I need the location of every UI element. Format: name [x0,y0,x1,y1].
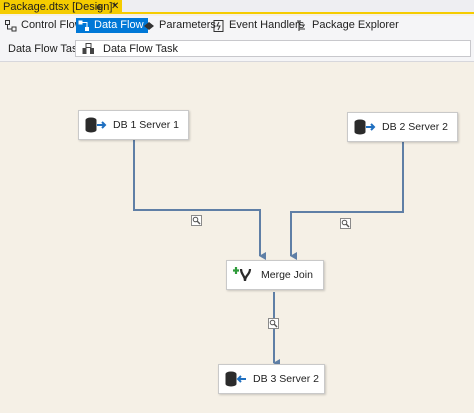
document-tab-strip: Package.dtsx [Design]* ⊕ ✕ [0,0,474,14]
component-label: DB 3 Server 2 [253,373,319,385]
tab-event-handlers-label: Event Handlers [229,19,305,31]
data-viewer-icon[interactable] [191,215,202,226]
ado-destination-icon [225,371,246,387]
tab-control-flow-label: Control Flow [21,19,83,31]
data-flow-canvas[interactable]: DB 1 Server 1 DB 2 Server 2 Merge Join D… [0,62,474,413]
tab-data-flow[interactable]: Data Flow [76,18,148,33]
tab-package-explorer[interactable]: Package Explorer [296,18,399,33]
path-source1-to-merge[interactable] [133,140,266,260]
document-tab-package[interactable]: Package.dtsx [Design]* ⊕ ✕ [0,0,122,14]
data-viewer-icon[interactable] [268,318,279,329]
ado-source-icon [354,119,376,135]
designer-tab-bar: Control Flow Data Flow Parameters Event … [0,16,474,35]
data-flow-task-icon [82,42,94,54]
package-explorer-icon [297,20,305,31]
tab-event-handlers[interactable]: Event Handlers [213,18,304,33]
close-icon[interactable]: ✕ [111,1,120,12]
pin-icon[interactable]: ⊕ [96,2,104,12]
data-viewer-icon[interactable] [340,218,351,229]
tab-parameters-label: Parameters [159,19,216,31]
event-handlers-icon [213,19,224,32]
data-flow-task-row: Data Flow Task: Data Flow Task [0,35,474,62]
document-tab-title: Package.dtsx [Design]* [3,1,117,13]
component-merge-join[interactable]: Merge Join [226,260,324,290]
path-source2-to-merge[interactable] [290,142,404,260]
tab-control-flow[interactable]: Control Flow [5,18,83,33]
parameters-icon [144,21,154,30]
component-label: DB 2 Server 2 [382,121,448,133]
component-label: Merge Join [261,269,313,281]
component-label: DB 1 Server 1 [113,119,179,131]
tab-data-flow-label: Data Flow [94,19,144,31]
component-source-db1[interactable]: DB 1 Server 1 [78,110,189,140]
tab-parameters[interactable]: Parameters [143,18,216,33]
merge-join-icon [233,267,252,282]
data-flow-task-value: Data Flow Task [103,42,178,55]
data-flow-task-select[interactable]: Data Flow Task [75,40,471,57]
component-source-db2[interactable]: DB 2 Server 2 [347,112,458,142]
ado-source-icon [85,117,107,133]
data-flow-icon [78,20,89,31]
data-flow-task-label: Data Flow Task: [8,43,87,55]
control-flow-icon [5,19,17,31]
component-destination-db3[interactable]: DB 3 Server 2 [218,364,325,394]
tab-package-explorer-label: Package Explorer [312,19,399,31]
